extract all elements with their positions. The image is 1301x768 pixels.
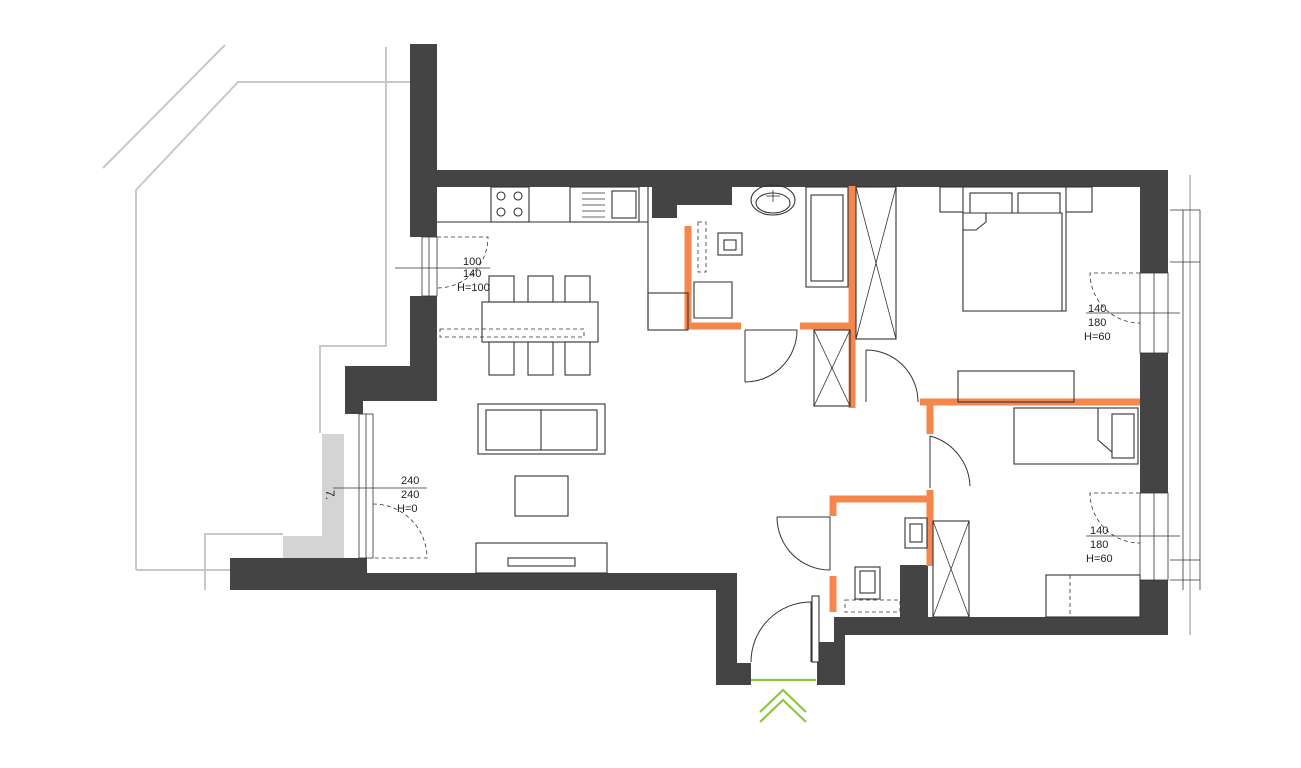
small-shower-icon bbox=[932, 520, 970, 618]
terrace-label: 7. bbox=[323, 490, 337, 500]
double-chevron-up-icon bbox=[759, 688, 807, 723]
single-bed bbox=[1013, 407, 1139, 465]
desk bbox=[957, 370, 1075, 403]
exterior-walls bbox=[230, 44, 1168, 685]
opening-height: 180 bbox=[1088, 317, 1106, 329]
opening-sill: H=60 bbox=[1084, 331, 1111, 343]
double-bed bbox=[939, 186, 1093, 312]
terrace-outline bbox=[102, 44, 412, 590]
sink-icon bbox=[569, 186, 640, 223]
opening-width: 240 bbox=[401, 475, 419, 487]
terrace-paving bbox=[283, 536, 344, 558]
opening-sill: H=60 bbox=[1086, 553, 1113, 565]
opening-sill: H=0 bbox=[397, 503, 418, 515]
kitchen-appliance bbox=[647, 292, 689, 331]
small-washbasin-icon bbox=[904, 517, 928, 549]
bedroom-wardrobe bbox=[1045, 574, 1141, 618]
tv-cabinet bbox=[475, 542, 608, 574]
toilet-icon bbox=[693, 221, 743, 319]
small-toilet-icon bbox=[844, 566, 901, 613]
stove-icon bbox=[490, 186, 530, 223]
opening-label-bedroom-window: 140 180 H=60 bbox=[1084, 303, 1180, 343]
doors bbox=[744, 329, 971, 663]
opening-label-room-window: 140 180 H=60 bbox=[1086, 525, 1180, 565]
balcony-rail-right bbox=[1170, 175, 1201, 635]
opening-sill: H=100 bbox=[457, 282, 490, 294]
bathtub-icon bbox=[805, 186, 849, 288]
coffee-table bbox=[514, 475, 569, 517]
opening-width: 140 bbox=[1088, 303, 1106, 315]
wardrobe bbox=[855, 186, 897, 340]
opening-height: 180 bbox=[1090, 539, 1108, 551]
opening-width: 100 bbox=[463, 256, 481, 268]
shower-icon bbox=[813, 329, 851, 407]
opening-label-balcony-door: 240 240 H=0 bbox=[333, 475, 427, 515]
opening-width: 140 bbox=[1090, 525, 1108, 537]
washbasin-icon bbox=[750, 184, 796, 216]
terrace-paving bbox=[322, 434, 344, 558]
sofa bbox=[477, 403, 606, 455]
opening-label-living-window: 100 140 H=100 bbox=[395, 256, 490, 294]
dining-table bbox=[439, 275, 599, 376]
opening-height: 240 bbox=[401, 489, 419, 501]
window-swings bbox=[372, 236, 1141, 559]
opening-height: 140 bbox=[463, 268, 481, 280]
